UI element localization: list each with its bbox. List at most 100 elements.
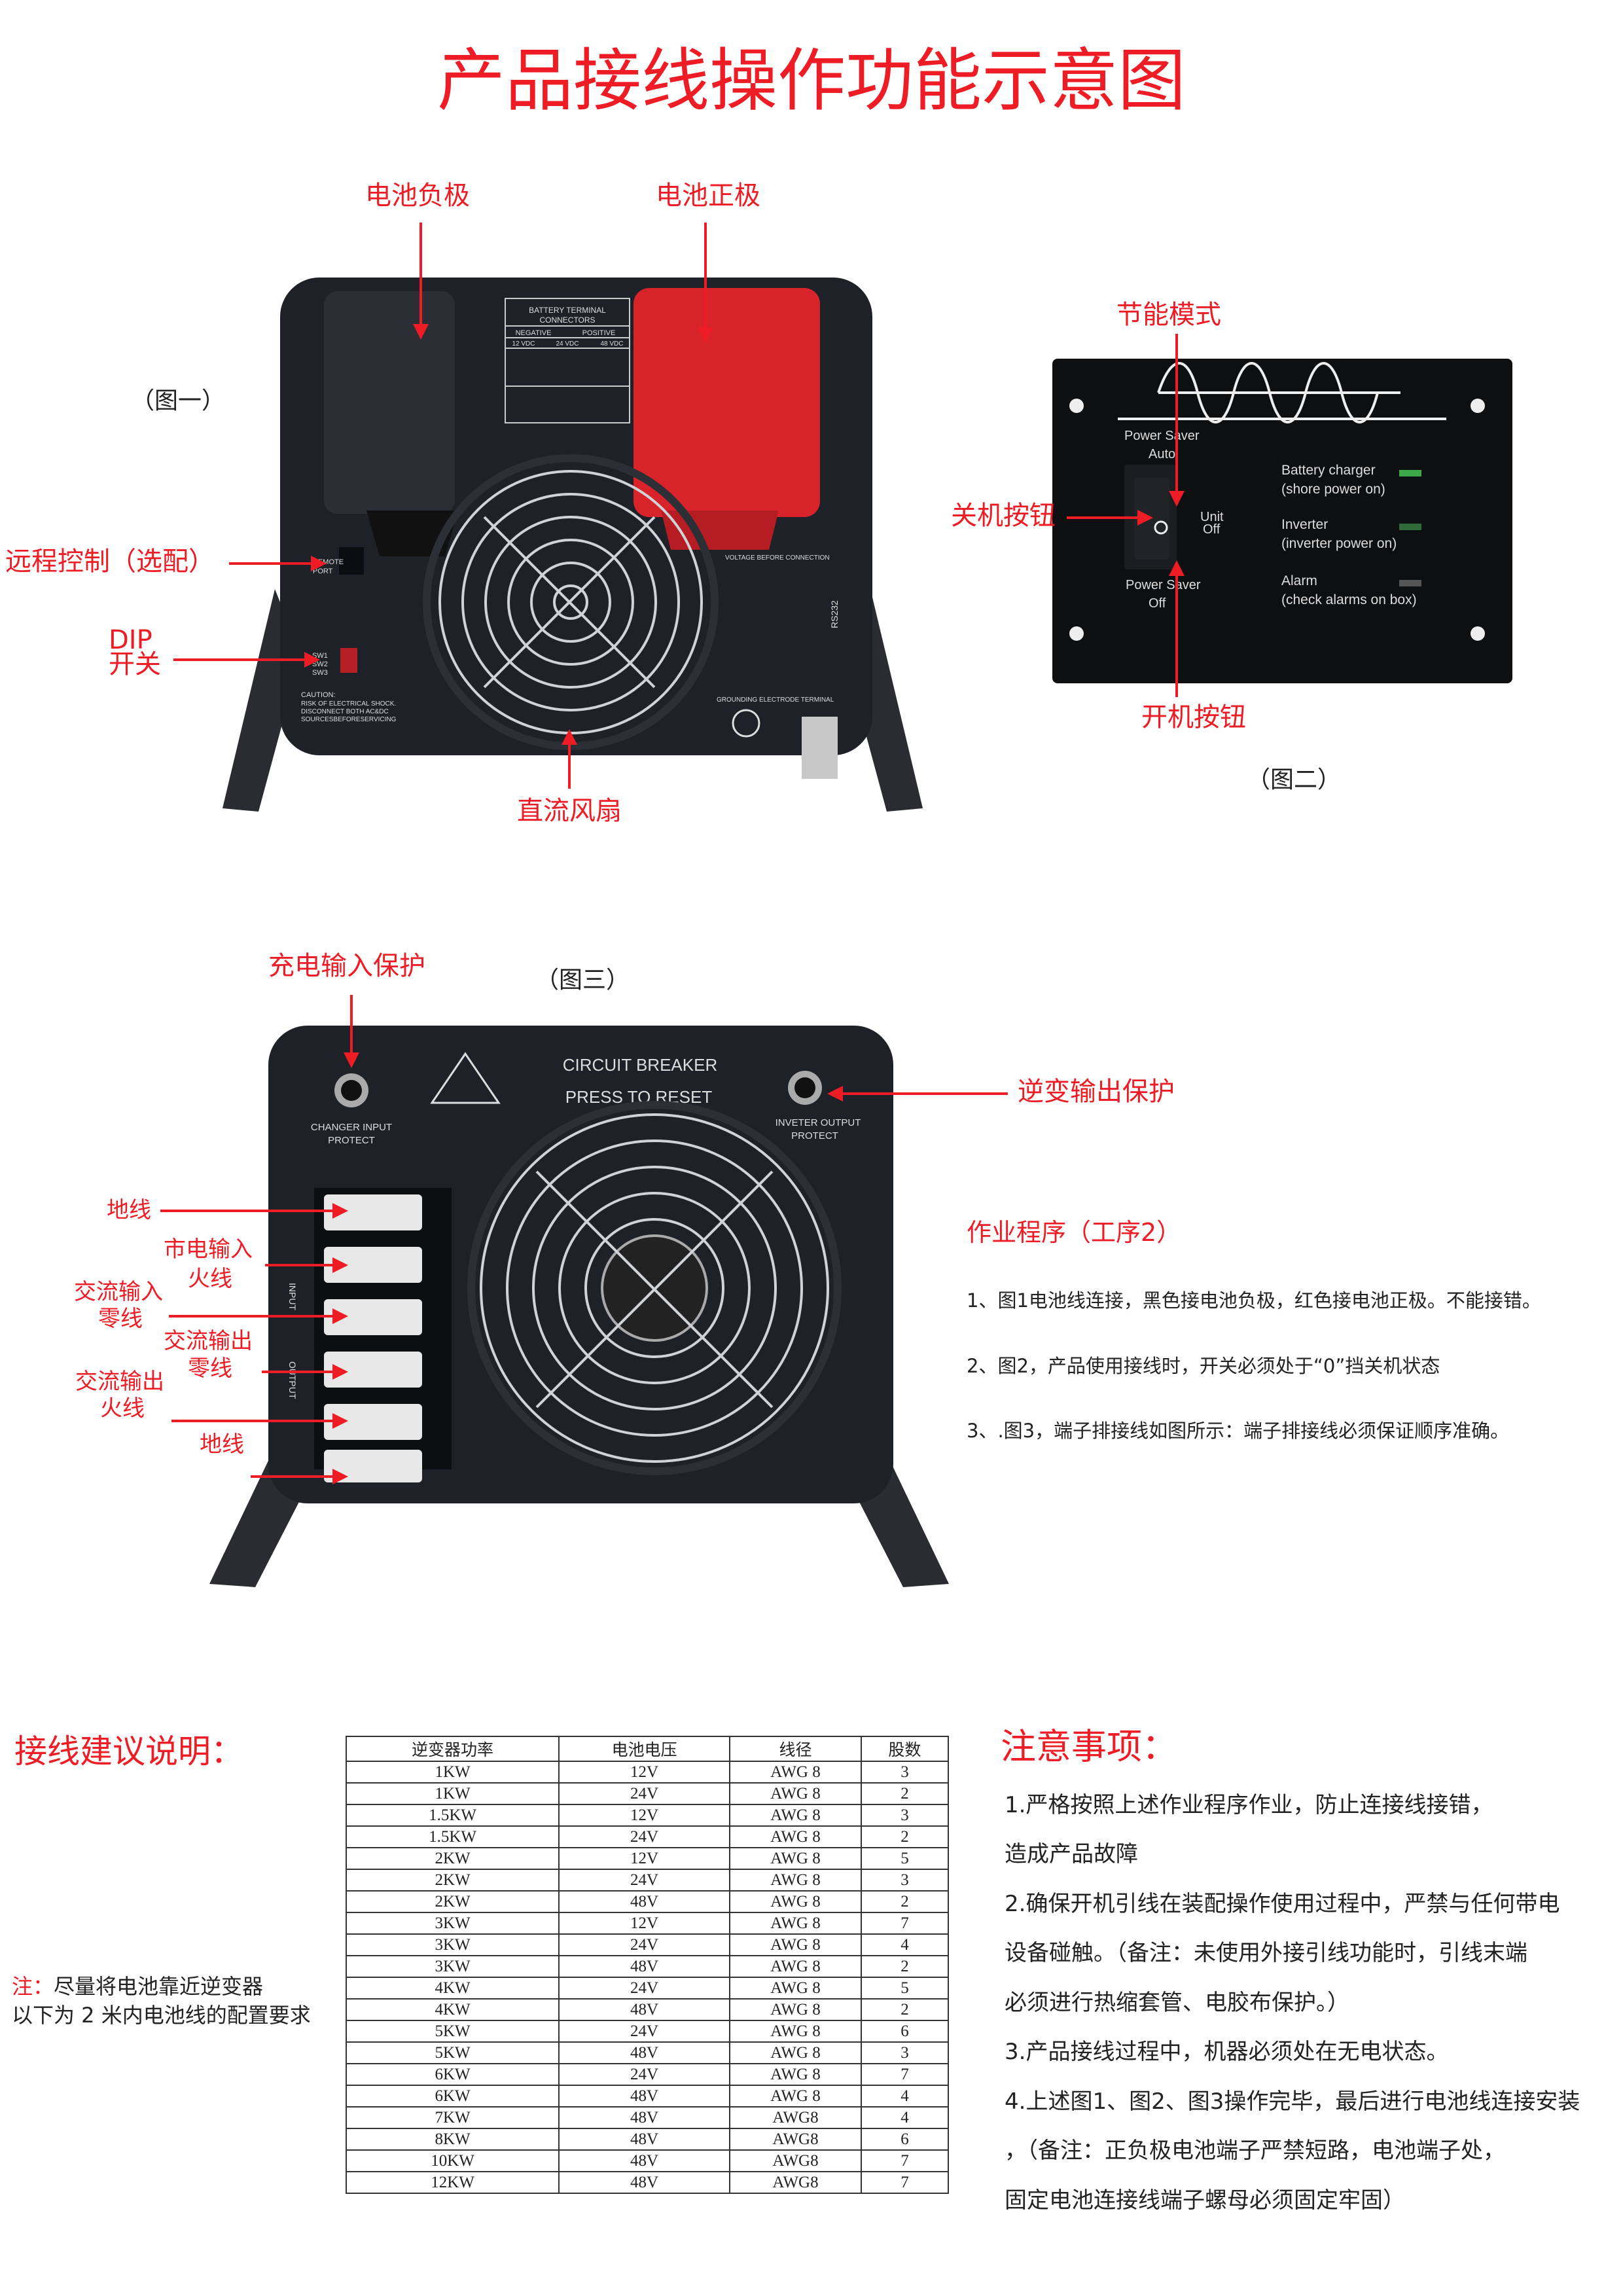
figure3-diagram: CIRCUIT BREAKER PRESS TO RESET CHANGER I… — [160, 995, 1008, 1587]
table-cell: 12V — [558, 1804, 731, 1827]
table-cell: 7 — [860, 2149, 950, 2172]
off-text: Off — [1149, 596, 1166, 611]
figure2-caption: （图二） — [1247, 766, 1342, 793]
table-cell: 2 — [860, 1782, 950, 1805]
label-ac-input-n-1: 交流输入 — [74, 1279, 163, 1305]
label-ac-output-l-1: 交流输出 — [75, 1369, 164, 1395]
table-cell: 6 — [860, 2128, 950, 2151]
table-cell: 12V — [558, 1912, 731, 1935]
unit-text: Unit — [1200, 510, 1224, 524]
label-battery-positive: 电池正极 — [656, 181, 760, 211]
table-cell: 24V — [558, 1977, 731, 2000]
table-cell: 4KW — [345, 1977, 560, 2000]
table-cell: 4KW — [345, 1998, 560, 2021]
charger-input-text1: CHANGER INPUT — [311, 1122, 392, 1133]
output-text: OUTPUT — [287, 1361, 298, 1399]
table-cell: AWG 8 — [729, 1998, 862, 2021]
table-cell: 24V — [558, 1825, 731, 1848]
caution-text2: RISK OF ELECTRICAL SHOCK. — [301, 700, 396, 708]
table-cell: AWG 8 — [729, 1912, 862, 1935]
table-cell: 3KW — [345, 1933, 560, 1956]
label-ground-top: 地线 — [107, 1197, 151, 1223]
table-cell: 5 — [860, 1847, 950, 1870]
figure1-caption: （图一） — [131, 387, 226, 414]
terminal-block — [324, 1194, 422, 1482]
table-cell: 48V — [558, 2106, 731, 2129]
circuit-breaker-text: CIRCUIT BREAKER — [563, 1055, 717, 1075]
charger-led — [1399, 470, 1421, 476]
table-cell: AWG 8 — [729, 2041, 862, 2064]
table-cell: 8KW — [345, 2128, 560, 2151]
label-ground-bottom: 地线 — [200, 1431, 244, 1458]
table-cell: 3KW — [345, 1955, 560, 1978]
table-cell: 3 — [860, 1761, 950, 1784]
front-fan — [467, 1101, 842, 1475]
notices-title: 注意事项： — [1001, 1726, 1177, 1767]
label-dc-fan: 直流风扇 — [517, 796, 622, 826]
voltage-check-text: VOLTAGE BEFORE CONNECTION — [725, 554, 830, 562]
v24-text: 24 VDC — [556, 340, 579, 348]
note-prefix: 注： — [12, 1974, 54, 1999]
auto-text: Auto — [1149, 447, 1175, 461]
table-cell: 48V — [558, 1890, 731, 1913]
battery-charger-sub: (shore power on) — [1281, 482, 1385, 497]
notice-line: 4.上述图1、图2、图3操作完毕，最后进行电池线连接安装 — [1005, 2089, 1580, 2115]
table-cell: 3 — [860, 2041, 950, 2064]
table-cell: 48V — [558, 2149, 731, 2172]
table-cell: AWG8 — [729, 2128, 862, 2151]
table-cell: 6KW — [345, 2063, 560, 2086]
notice-line: 2.确保开机引线在装配操作使用过程中，严禁与任何带电 — [1005, 1891, 1560, 1917]
notice-line: 3.产品接线过程中，机器必须处在无电状态。 — [1005, 2039, 1449, 2065]
table-cell: AWG 8 — [729, 1825, 862, 1848]
remote-panel — [1052, 359, 1512, 683]
table-cell: 2KW — [345, 1890, 560, 1913]
table-cell: 24V — [558, 2020, 731, 2043]
table-cell: 24V — [558, 1782, 731, 1805]
caution-text3: DISCONNECT BOTH AC&DC — [301, 708, 389, 715]
inverter-output-text1: INVETER OUTPUT — [776, 1117, 861, 1128]
table-cell: AWG 8 — [729, 1782, 862, 1805]
table-cell: AWG 8 — [729, 1890, 862, 1913]
wiring-note-2: 以下为 2 米内电池线的配置要求 — [12, 2003, 311, 2028]
label-off-button: 关机按钮 — [951, 501, 1056, 531]
inverter-text: Inverter — [1281, 517, 1328, 532]
rs232-text: RS232 — [829, 600, 840, 628]
wiring-title: 接线建议说明： — [14, 1732, 243, 1770]
table-cell: 1KW — [345, 1761, 560, 1784]
table-cell: 1KW — [345, 1782, 560, 1805]
positive-text: POSITIVE — [582, 329, 616, 337]
table-cell: 3 — [860, 1804, 950, 1827]
table-cell: 6 — [860, 2020, 950, 2043]
table-cell: 2 — [860, 1825, 950, 1848]
caution-text4: SOURCESBEFORESERVICING — [301, 716, 397, 723]
table-cell: 7 — [860, 2063, 950, 2086]
inverter-sub: (inverter power on) — [1281, 536, 1397, 551]
table-cell: 4 — [860, 2106, 950, 2129]
table-cell: AWG 8 — [729, 1977, 862, 2000]
inverter-output-text2: PROTECT — [791, 1130, 838, 1141]
notice-line: 固定电池连接线端子螺母必须固定牢固） — [1005, 2187, 1405, 2214]
battery-terminal-label — [505, 298, 630, 423]
alarm-text: Alarm — [1281, 573, 1317, 588]
table-cell: 24V — [558, 2063, 731, 2086]
label-mains-input-1: 市电输入 — [164, 1236, 253, 1263]
table-cell: 6KW — [345, 2085, 560, 2108]
table-header-row: 逆变器功率 电池电压 线径 股数 — [345, 1736, 950, 1762]
table-cell: 2 — [860, 1955, 950, 1978]
table-cell: AWG 8 — [729, 1761, 862, 1784]
table-cell: 12V — [558, 1847, 731, 1870]
unit-off-text: Off — [1203, 522, 1221, 537]
notice-line: 必须进行热缩套管、电胶布保护。） — [1005, 1990, 1349, 2016]
